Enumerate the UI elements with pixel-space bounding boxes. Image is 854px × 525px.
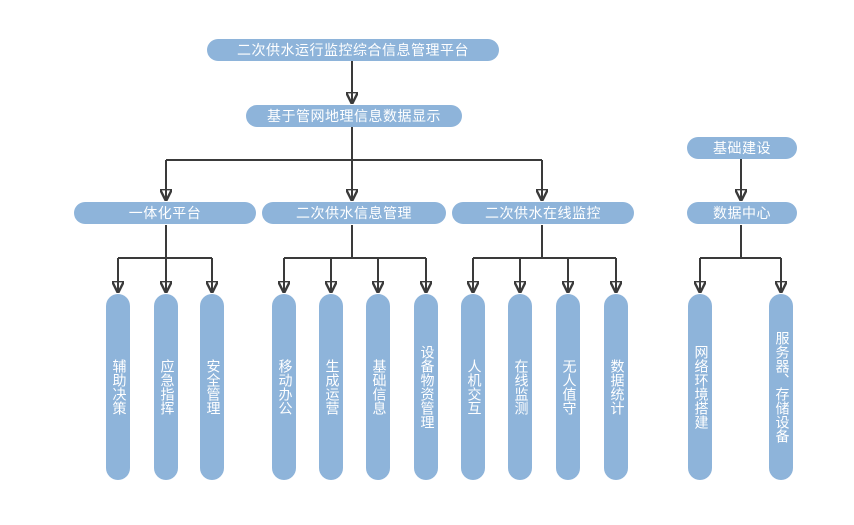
gis-node: 基于管网地理信息数据显示 xyxy=(246,105,462,127)
leaf-basic-info: 基础信息 xyxy=(366,294,390,480)
datacenter-node: 数据中心 xyxy=(687,202,797,224)
leaf-server-storage: 服务器、存储设备 xyxy=(769,294,793,480)
leaf-mobile-office: 移动办公 xyxy=(272,294,296,480)
branch-node-info-management: 二次供水信息管理 xyxy=(262,202,446,224)
leaf-data-statistics: 数据统计 xyxy=(604,294,628,480)
leaf-production-operation: 生成运营 xyxy=(319,294,343,480)
leaf-emergency-command: 应急指挥 xyxy=(154,294,178,480)
leaf-unattended: 无人值守 xyxy=(556,294,580,480)
root-node: 二次供水运行监控综合信息管理平台 xyxy=(207,39,499,61)
infra-node: 基础建设 xyxy=(687,137,797,159)
leaf-equipment-materials: 设备物资管理 xyxy=(414,294,438,480)
leaf-network-setup: 网络环境搭建 xyxy=(688,294,712,480)
leaf-decision-support: 辅助决策 xyxy=(106,294,130,480)
branch-node-online-monitoring: 二次供水在线监控 xyxy=(452,202,634,224)
leaf-online-detection: 在线监测 xyxy=(508,294,532,480)
leaf-safety-management: 安全管理 xyxy=(200,294,224,480)
branch-node-platform: 一体化平台 xyxy=(74,202,256,224)
leaf-human-machine: 人机交互 xyxy=(461,294,485,480)
